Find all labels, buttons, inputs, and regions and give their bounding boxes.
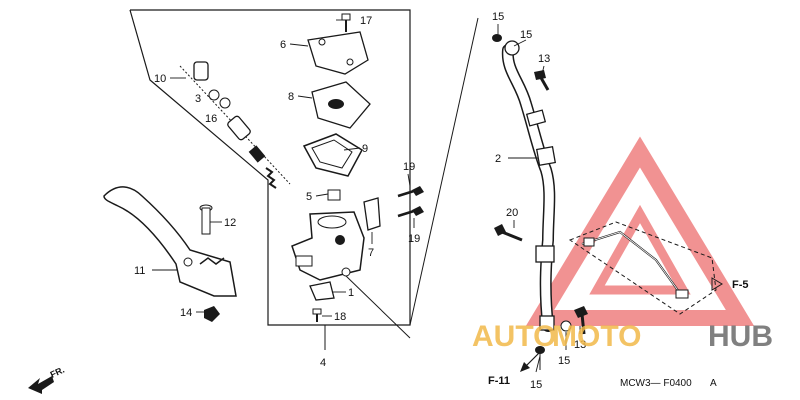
- callout-5: 5: [306, 191, 312, 203]
- ref-fr: FR.: [49, 365, 66, 380]
- svg-text:MOTO: MOTO: [552, 320, 641, 353]
- diagram-code-suffix: A: [710, 378, 717, 389]
- bolt-20: [494, 224, 523, 242]
- brake-lever: [103, 186, 237, 297]
- callout-19-lower: 19: [408, 233, 420, 245]
- callout-15-top-right: 15: [520, 29, 532, 41]
- svg-text:AUTO: AUTO: [472, 320, 556, 353]
- boot-5: [327, 189, 341, 201]
- assembly-outline: [129, 9, 411, 326]
- ref-f11: F-11: [488, 375, 510, 387]
- master-cylinder-body: [291, 211, 365, 281]
- f11-arrow: [520, 351, 541, 372]
- screw-17: [341, 13, 351, 32]
- ref-f5: F-5: [732, 279, 749, 291]
- callout-11: 11: [134, 265, 145, 277]
- watermark-logo: [525, 136, 755, 326]
- screw-18: [312, 308, 322, 322]
- callout-4: 4: [320, 357, 326, 369]
- brake-hose: [501, 44, 557, 332]
- pivot-bolt: [199, 204, 213, 235]
- callout-17: 17: [360, 15, 372, 27]
- leader-line: [344, 274, 411, 339]
- brake-switch: [309, 281, 335, 301]
- callout-8: 8: [288, 91, 294, 103]
- leader-line: [409, 17, 479, 326]
- callout-20: 20: [506, 207, 518, 219]
- f5-pipe-box: [568, 221, 723, 315]
- diagram-code: MCW3— F0400: [620, 378, 692, 389]
- callout-19-upper: 19: [403, 161, 415, 173]
- callout-13-bottom: 13: [574, 339, 586, 351]
- callout-15-bottom: 15: [530, 379, 542, 391]
- callout-3: 3: [195, 93, 201, 105]
- callout-6: 6: [280, 39, 286, 51]
- callout-13-top: 13: [538, 53, 550, 65]
- callout-15-bottom-right: 15: [558, 355, 570, 367]
- banjo-bolt-top: [504, 40, 550, 91]
- svg-text:HUB: HUB: [708, 320, 773, 353]
- banjo-bolt-bottom: [535, 306, 588, 370]
- diaphragm-plate: [311, 81, 371, 129]
- callout-7: 7: [368, 247, 374, 259]
- callout-12: 12: [224, 217, 236, 229]
- bolt-19: [397, 186, 424, 218]
- callout-16: 16: [205, 113, 217, 125]
- callout-18: 18: [334, 311, 346, 323]
- diaphragm: [302, 133, 363, 177]
- front-direction-arrow: [28, 376, 54, 394]
- callout-10: 10: [154, 73, 166, 85]
- piston-set: [179, 61, 291, 189]
- callout-15-top-left: 15: [492, 11, 504, 23]
- cover-7: [363, 197, 381, 231]
- callout-9: 9: [362, 143, 368, 155]
- callout-1: 1: [348, 287, 354, 299]
- reservoir-cap: [307, 31, 369, 75]
- callout-2: 2: [495, 153, 501, 165]
- washer-15: [492, 34, 502, 42]
- watermark-text: AUTO MOTO HUB: [472, 320, 773, 353]
- callout-leaders: [152, 19, 581, 373]
- callout-14: 14: [180, 307, 192, 319]
- nut-14: [204, 306, 220, 322]
